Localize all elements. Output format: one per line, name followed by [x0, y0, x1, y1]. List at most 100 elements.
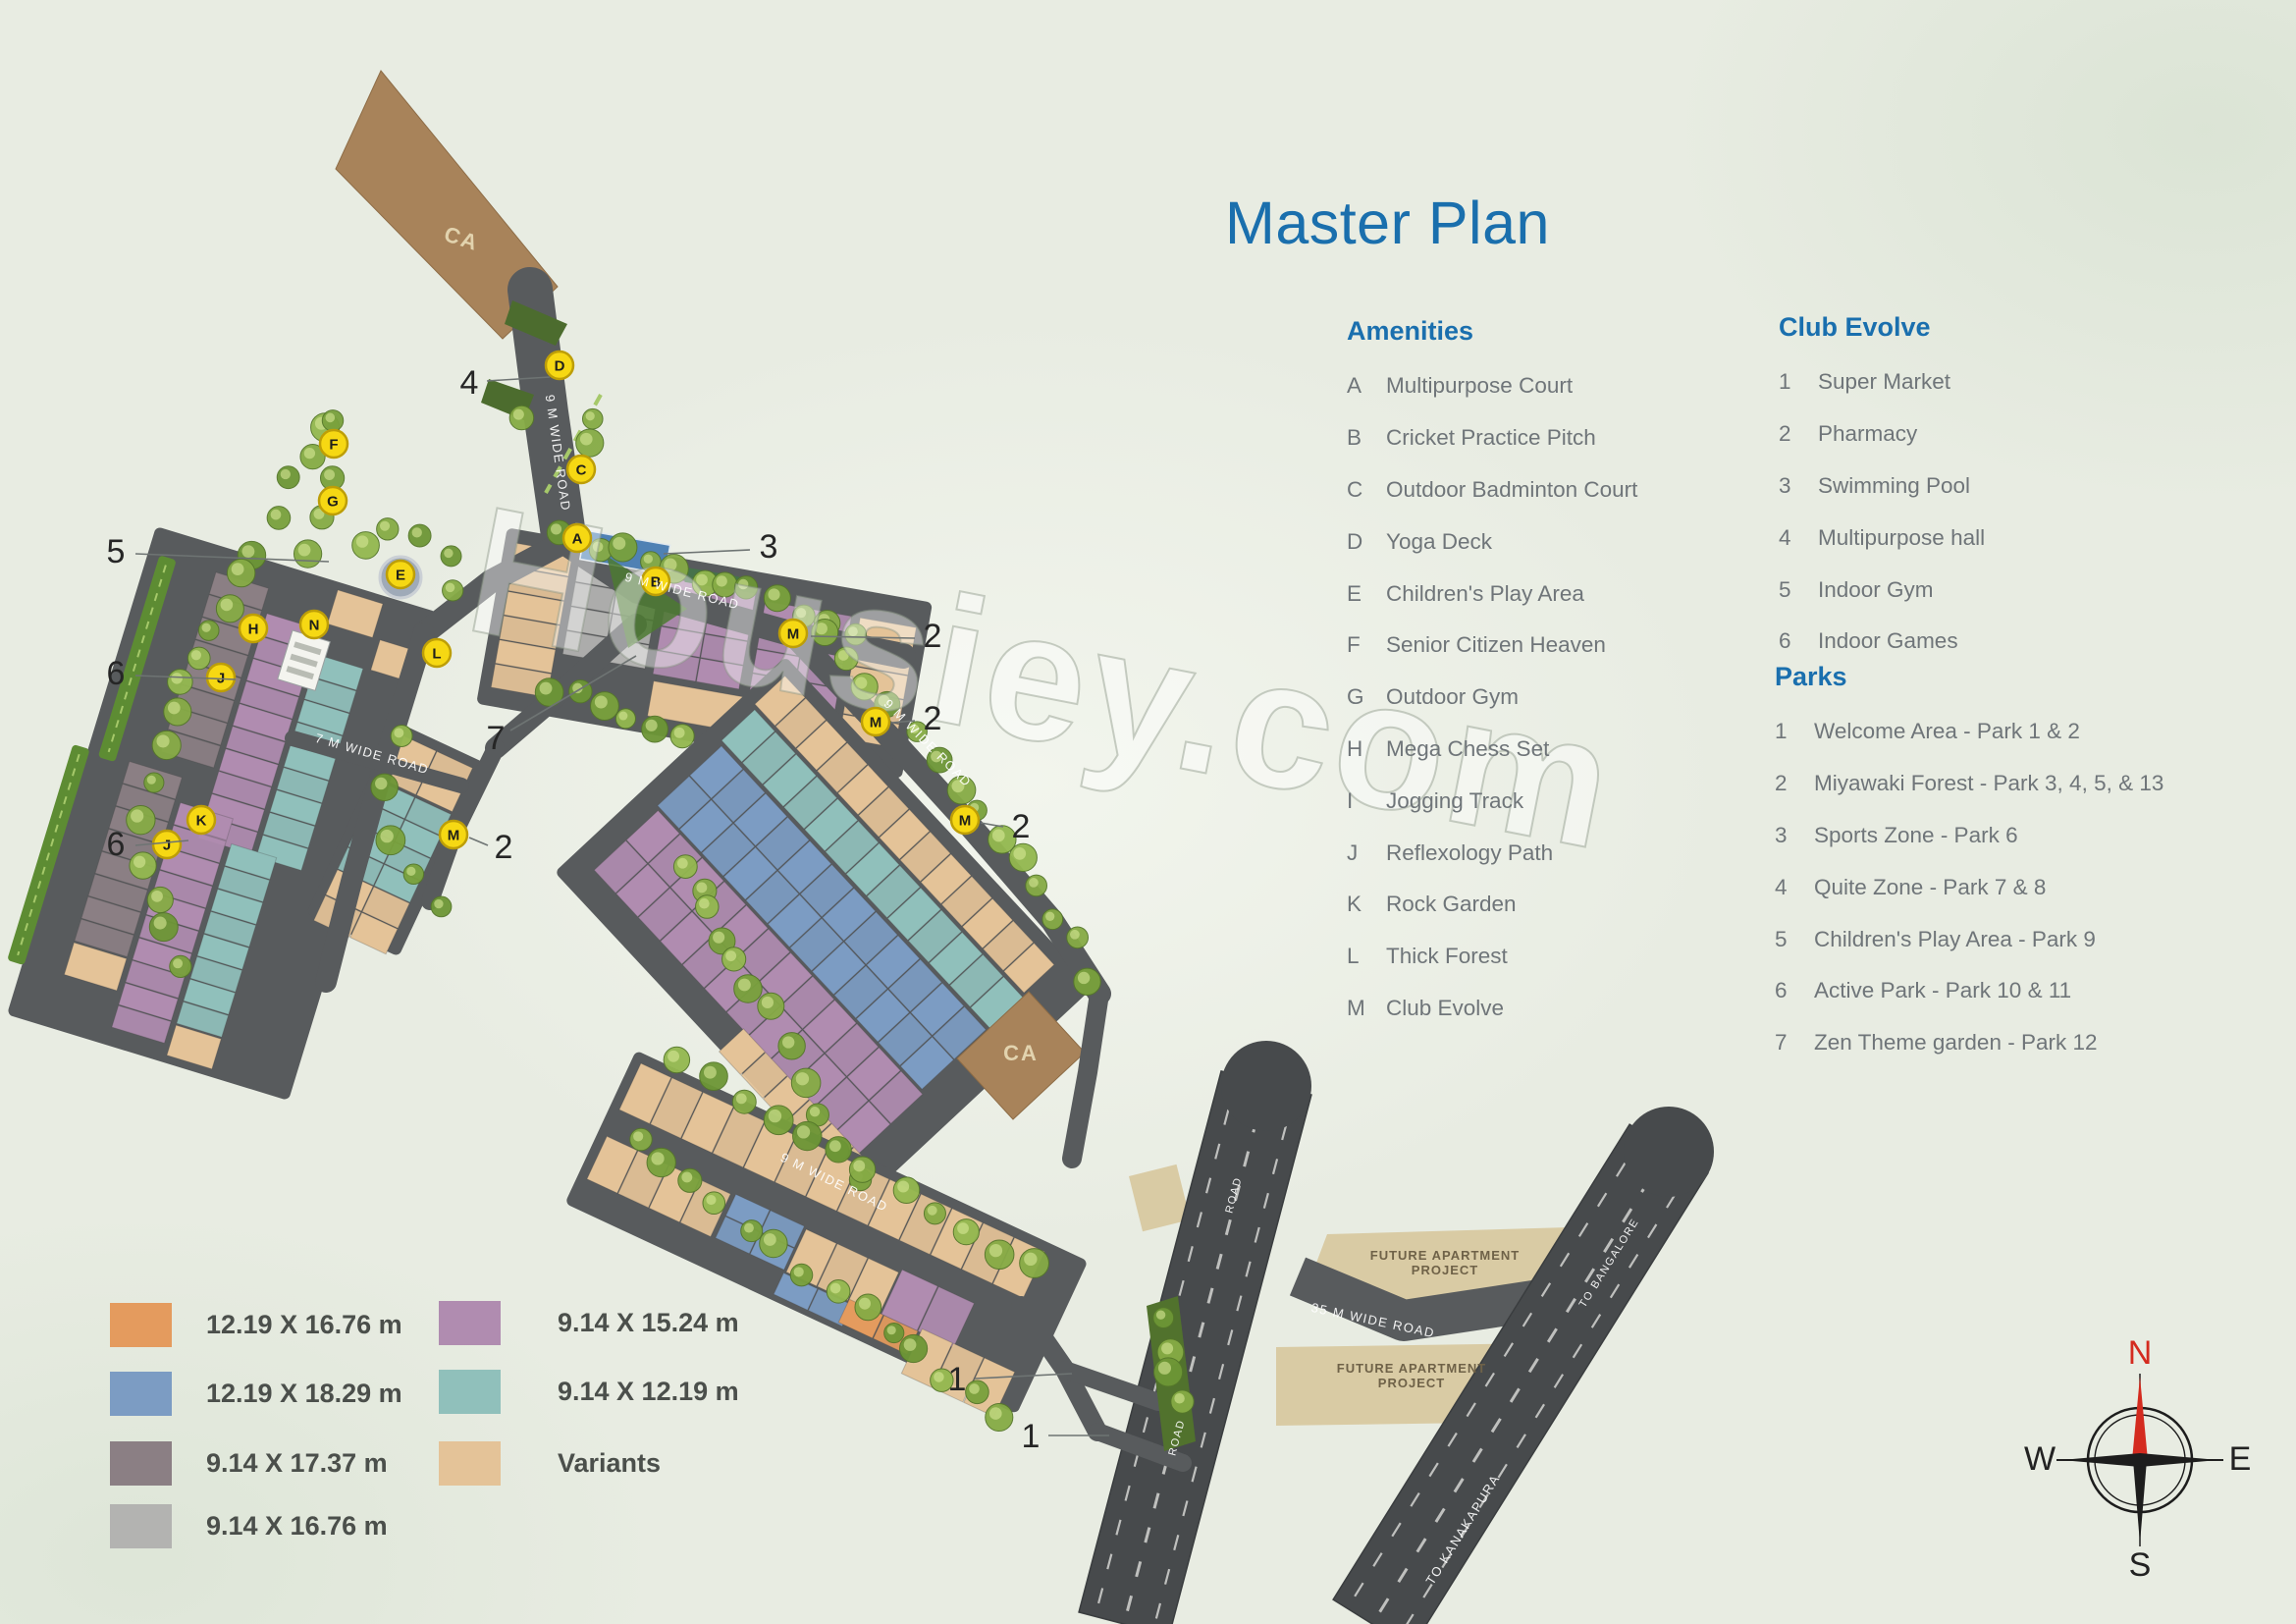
amenity-marker-M: M	[949, 804, 981, 836]
callout-number: 2	[924, 700, 942, 737]
legend-label: Variants	[558, 1448, 662, 1478]
amenity-key: F	[1347, 632, 1361, 658]
legend-label: 12.19 X 16.76 m	[206, 1310, 402, 1339]
svg-text:M: M	[448, 828, 460, 844]
legend-swatch	[110, 1303, 172, 1347]
club-evolve-label: Super Market	[1818, 369, 1951, 395]
parks-heading: Parks	[1775, 662, 1847, 691]
legend-label: 12.19 X 18.29 m	[206, 1379, 402, 1408]
callout-number: 5	[107, 533, 126, 570]
amenity-label: Thick Forest	[1386, 944, 1508, 969]
legend-label: 9.14 X 16.76 m	[206, 1511, 388, 1541]
legend-label: 9.14 X 17.37 m	[206, 1448, 388, 1478]
amenity-key: E	[1347, 580, 1362, 606]
amenity-key: I	[1347, 787, 1354, 813]
compass-north-label: N	[2128, 1334, 2153, 1372]
amenity-key: M	[1347, 995, 1365, 1020]
compass-west-label: W	[2024, 1440, 2056, 1478]
amenity-key: H	[1347, 735, 1363, 761]
highways-layer	[1078, 1041, 1714, 1624]
amenity-marker-M: M	[860, 706, 891, 737]
svg-text:N: N	[309, 618, 320, 634]
amenity-key: C	[1347, 476, 1363, 502]
amenity-key: J	[1347, 839, 1359, 865]
amenity-label: Cricket Practice Pitch	[1386, 425, 1596, 451]
amenity-marker-J: J	[205, 662, 237, 693]
park-label: Active Park - Park 10 & 11	[1814, 978, 2072, 1003]
compass-east-label: E	[2229, 1440, 2252, 1478]
club-evolve-item: 1 Super Market	[1779, 356, 1985, 408]
club-evolve-key: 1	[1779, 369, 1791, 395]
park-label: Sports Zone - Park 6	[1814, 822, 2018, 847]
club-evolve-label: Indoor Gym	[1818, 576, 1934, 602]
svg-text:G: G	[327, 494, 339, 511]
park-key: 4	[1775, 874, 1788, 899]
callout-number: 2	[924, 618, 942, 655]
amenity-key: B	[1347, 425, 1362, 451]
park-key: 7	[1775, 1030, 1788, 1056]
trees-layer	[126, 405, 1195, 1433]
legend-swatch	[110, 1441, 172, 1486]
svg-text:E: E	[396, 568, 405, 584]
amenity-marker-E: E	[385, 559, 416, 590]
park-label: Zen Theme garden - Park 12	[1814, 1030, 2098, 1056]
callout-number: 1	[948, 1361, 967, 1398]
amenity-label: Multipurpose Court	[1386, 373, 1574, 399]
park-item: 7 Zen Theme garden - Park 12	[1775, 1017, 2163, 1069]
amenity-key: D	[1347, 528, 1363, 554]
callout-number: 3	[760, 528, 778, 566]
amenities-heading: Amenities	[1347, 316, 1474, 346]
club-evolve-key: 3	[1779, 472, 1791, 498]
amenity-marker-M: M	[438, 819, 469, 850]
svg-text:B: B	[651, 574, 662, 591]
park-label: Children's Play Area - Park 9	[1814, 926, 2096, 951]
club-evolve-key: 4	[1779, 524, 1791, 550]
amenity-item: B Cricket Practice Pitch	[1347, 412, 1637, 464]
amenity-marker-N: N	[298, 609, 330, 640]
amenity-label: Reflexology Path	[1386, 839, 1554, 865]
features-layer	[277, 529, 1196, 1451]
amenity-label: Rock Garden	[1386, 892, 1517, 917]
amenity-marker-H: H	[238, 613, 269, 644]
callout-number: 2	[1012, 808, 1031, 845]
legend-swatch	[110, 1372, 172, 1416]
svg-text:D: D	[555, 358, 565, 375]
amenity-item: J Reflexology Path	[1347, 827, 1637, 879]
compass-south-label: S	[2129, 1546, 2152, 1584]
amenity-marker-J: J	[151, 829, 183, 860]
amenity-marker-C: C	[565, 454, 597, 485]
amenity-marker-D: D	[544, 350, 575, 381]
legend-swatch	[439, 1301, 501, 1345]
svg-text:F: F	[329, 437, 338, 454]
svg-text:M: M	[787, 626, 800, 643]
legend-swatch	[439, 1441, 501, 1486]
callout-number: 7	[487, 720, 506, 757]
club-evolve-heading: Club Evolve	[1779, 312, 1931, 342]
callout-number: 4	[460, 364, 479, 402]
amenity-marker-M: M	[777, 618, 809, 649]
amenity-label: Outdoor Gym	[1386, 684, 1520, 710]
legend-swatch	[439, 1370, 501, 1414]
svg-text:K: K	[196, 813, 207, 830]
